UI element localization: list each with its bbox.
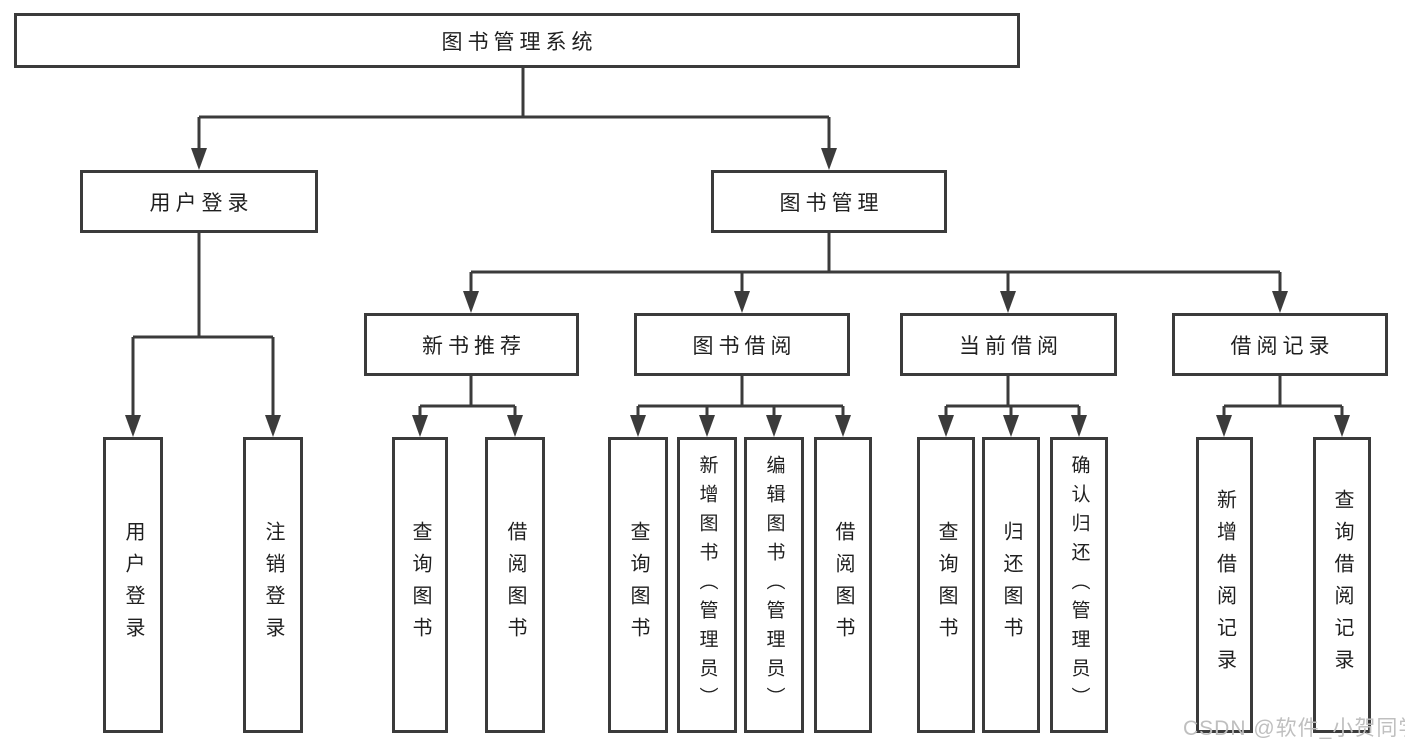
node-label: 借阅记录 bbox=[1230, 334, 1335, 358]
csdn-watermark: CSDN @软件_小贺同学 bbox=[1183, 717, 1405, 740]
leaf-add-borrow-record: 新增借阅记录 bbox=[1196, 437, 1253, 733]
leaf-label: 查询图书 bbox=[935, 521, 957, 649]
node-label: 图书管理 bbox=[779, 191, 884, 215]
node-user-login: 用户登录 bbox=[80, 170, 318, 233]
leaf-label: 新增图书（管理员） bbox=[696, 454, 718, 716]
leaf-label: 注销登录 bbox=[262, 521, 284, 649]
leaf-label: 归还图书 bbox=[1000, 521, 1022, 649]
leaf-label: 借阅图书 bbox=[504, 521, 526, 649]
leaf-add-book-admin: 新增图书（管理员） bbox=[677, 437, 737, 733]
node-label: 当前借阅 bbox=[959, 334, 1063, 358]
node-borrow-records: 借阅记录 bbox=[1172, 313, 1388, 376]
node-label: 用户登录 bbox=[149, 191, 254, 215]
node-current-borrow: 当前借阅 bbox=[900, 313, 1117, 376]
leaf-query-books-recommend: 查询图书 bbox=[392, 437, 448, 733]
leaf-user-login: 用户登录 bbox=[103, 437, 163, 733]
node-label: 图书借阅 bbox=[692, 334, 797, 358]
arrowhead-icons bbox=[125, 148, 1350, 437]
leaf-label: 新增借阅记录 bbox=[1213, 489, 1236, 681]
leaf-label: 借阅图书 bbox=[832, 521, 854, 649]
leaf-borrow-books-recommend: 借阅图书 bbox=[485, 437, 545, 733]
leaf-label: 查询借阅记录 bbox=[1331, 489, 1353, 681]
leaf-query-books-current: 查询图书 bbox=[917, 437, 975, 733]
leaf-query-borrow-record: 查询借阅记录 bbox=[1313, 437, 1371, 733]
node-root-system: 图书管理系统 bbox=[14, 13, 1020, 68]
leaf-query-books-borrow: 查询图书 bbox=[608, 437, 668, 733]
leaf-logout: 注销登录 bbox=[243, 437, 303, 733]
leaf-borrow-books: 借阅图书 bbox=[814, 437, 872, 733]
node-label: 新书推荐 bbox=[422, 334, 526, 358]
leaf-edit-book-admin: 编辑图书（管理员） bbox=[744, 437, 804, 733]
leaf-label: 用户登录 bbox=[122, 521, 144, 649]
leaf-label: 确认归还（管理员） bbox=[1068, 454, 1090, 716]
leaf-confirm-return-admin: 确认归还（管理员） bbox=[1050, 437, 1108, 733]
node-new-book-recommend: 新书推荐 bbox=[364, 313, 579, 376]
node-book-management: 图书管理 bbox=[711, 170, 947, 233]
leaf-label: 查询图书 bbox=[627, 521, 649, 649]
node-label: 图书管理系统 bbox=[441, 30, 598, 54]
leaf-label: 查询图书 bbox=[409, 521, 431, 649]
node-book-borrow: 图书借阅 bbox=[634, 313, 850, 376]
leaf-return-books: 归还图书 bbox=[982, 437, 1040, 733]
leaf-label: 编辑图书（管理员） bbox=[763, 454, 785, 716]
